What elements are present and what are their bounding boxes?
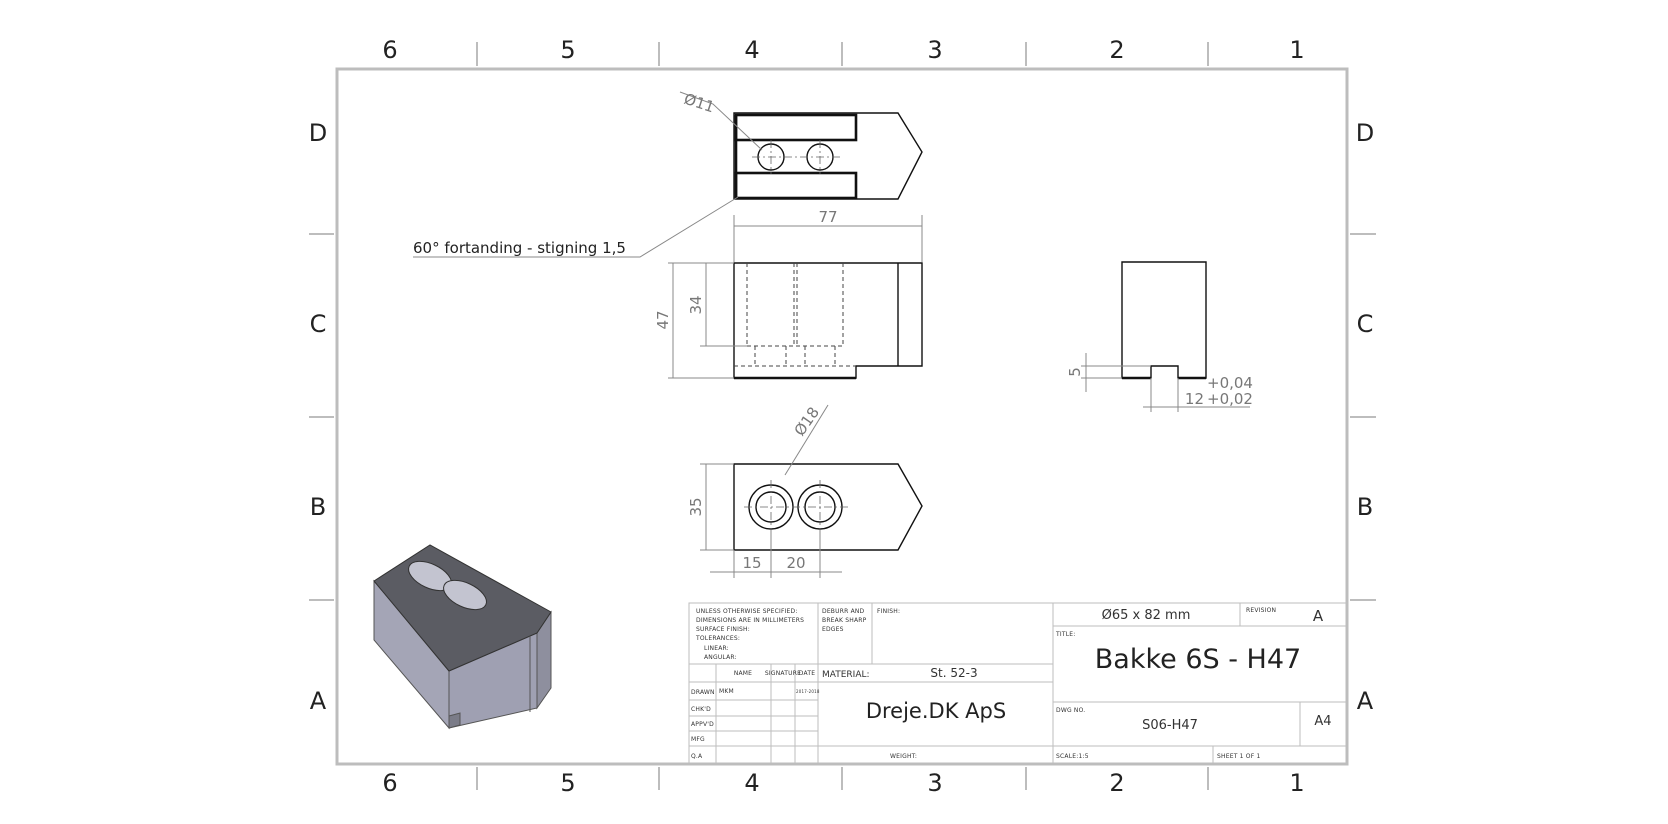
zone-labels-bottom: 6 5 4 3 2 1	[382, 769, 1304, 797]
pitch-second-label: 20	[786, 554, 805, 572]
dwg-number-label: DWG NO.	[1056, 707, 1085, 714]
zone-labels-top: 6 5 4 3 2 1	[382, 36, 1304, 64]
role-quality: Q.A	[691, 753, 703, 760]
size-spec: Ø65 x 82 mm	[1102, 608, 1191, 623]
header-date: DATE	[799, 670, 815, 677]
weight-label: WEIGHT:	[890, 753, 917, 760]
header-name: NAME	[734, 670, 752, 677]
zone-col-2-top: 2	[1109, 36, 1124, 64]
deburr-note-1: DEBURR AND	[822, 608, 865, 615]
zone-col-1-top: 1	[1289, 36, 1304, 64]
material-label: MATERIAL:	[822, 670, 870, 680]
zone-row-b-left: B	[310, 493, 326, 521]
general-note-6: ANGULAR:	[704, 654, 737, 661]
zone-labels-right: D C B A	[1356, 119, 1374, 715]
zone-col-6-top: 6	[382, 36, 397, 64]
zone-row-d-right: D	[1356, 119, 1374, 147]
zone-col-3-top: 3	[927, 36, 942, 64]
company-name: Dreje.DK ApS	[866, 699, 1006, 723]
top-view: Ø11 60° fortanding - stigning 1,5	[413, 90, 923, 258]
zone-col-5-bottom: 5	[560, 769, 575, 797]
slot-width-label: 12	[1185, 390, 1204, 408]
width-dimension-label: 35	[687, 497, 705, 516]
title-label: TITLE:	[1055, 631, 1075, 638]
sheet-size: A4	[1314, 714, 1331, 729]
drawn-date: 2017-2018	[796, 689, 820, 694]
deburr-note-2: BREAK SHARP	[822, 617, 867, 624]
bottom-view: Ø18 35 15 20	[687, 404, 923, 578]
header-signature: SIGNATURE	[765, 670, 801, 677]
sheet-label: SHEET 1 OF 1	[1217, 753, 1261, 760]
general-note-5: LINEAR:	[704, 645, 729, 652]
general-note-2: DIMENSIONS ARE IN MILLIMETERS	[696, 617, 804, 624]
zone-col-4-bottom: 4	[744, 769, 759, 797]
revision-value: A	[1313, 607, 1324, 625]
zone-row-c-left: C	[310, 310, 327, 338]
depth-dimension-label: 34	[687, 295, 705, 314]
zone-col-3-bottom: 3	[927, 769, 942, 797]
tolerance-lower-label: +0,02	[1207, 390, 1253, 408]
zone-row-a-right: A	[1357, 687, 1374, 715]
zone-col-1-bottom: 1	[1289, 769, 1304, 797]
revision-label: REVISION	[1246, 607, 1276, 614]
pitch-first-label: 15	[742, 554, 761, 572]
general-note-3: SURFACE FINISH:	[696, 626, 750, 633]
zone-col-4-top: 4	[744, 36, 759, 64]
side-view: 5 12 +0,04 +0,02	[1066, 261, 1253, 412]
zone-row-a-left: A	[310, 687, 327, 715]
zone-row-c-right: C	[1357, 310, 1374, 338]
general-note-4: TOLERANCES:	[695, 635, 740, 642]
deburr-note-3: EDGES	[822, 626, 844, 633]
zone-col-2-bottom: 2	[1109, 769, 1124, 797]
drawn-name: MKM	[719, 688, 734, 695]
tolerance-upper-label: +0,04	[1207, 374, 1253, 392]
role-drawn: DRAWN	[691, 689, 715, 696]
zone-labels-left: D C B A	[309, 119, 327, 715]
teeth-note-label: 60° fortanding - stigning 1,5	[413, 239, 626, 257]
material-value: St. 52-3	[930, 666, 977, 680]
title-block: UNLESS OTHERWISE SPECIFIED: DIMENSIONS A…	[688, 602, 1348, 765]
zone-col-6-bottom: 6	[382, 769, 397, 797]
height-dimension-label: 47	[654, 310, 672, 329]
zone-row-d-left: D	[309, 119, 327, 147]
slot-depth-label: 5	[1066, 367, 1084, 377]
drawing-title: Bakke 6S - H47	[1095, 644, 1301, 675]
finish-label: FINISH:	[877, 608, 900, 615]
length-dimension-label: 77	[818, 208, 837, 226]
hole-small-diameter-label: Ø11	[682, 90, 717, 117]
general-note-1: UNLESS OTHERWISE SPECIFIED:	[696, 608, 798, 615]
role-manufacturing: MFG	[691, 736, 705, 743]
role-checked: CHK'D	[691, 706, 711, 713]
zone-col-5-top: 5	[560, 36, 575, 64]
isometric-view	[373, 544, 552, 730]
front-view: 77 47 34	[654, 208, 923, 380]
scale-label: SCALE:1:5	[1056, 753, 1089, 760]
dwg-number: S06-H47	[1142, 718, 1198, 733]
zone-row-b-right: B	[1357, 493, 1373, 521]
role-approved: APPV'D	[691, 721, 714, 728]
